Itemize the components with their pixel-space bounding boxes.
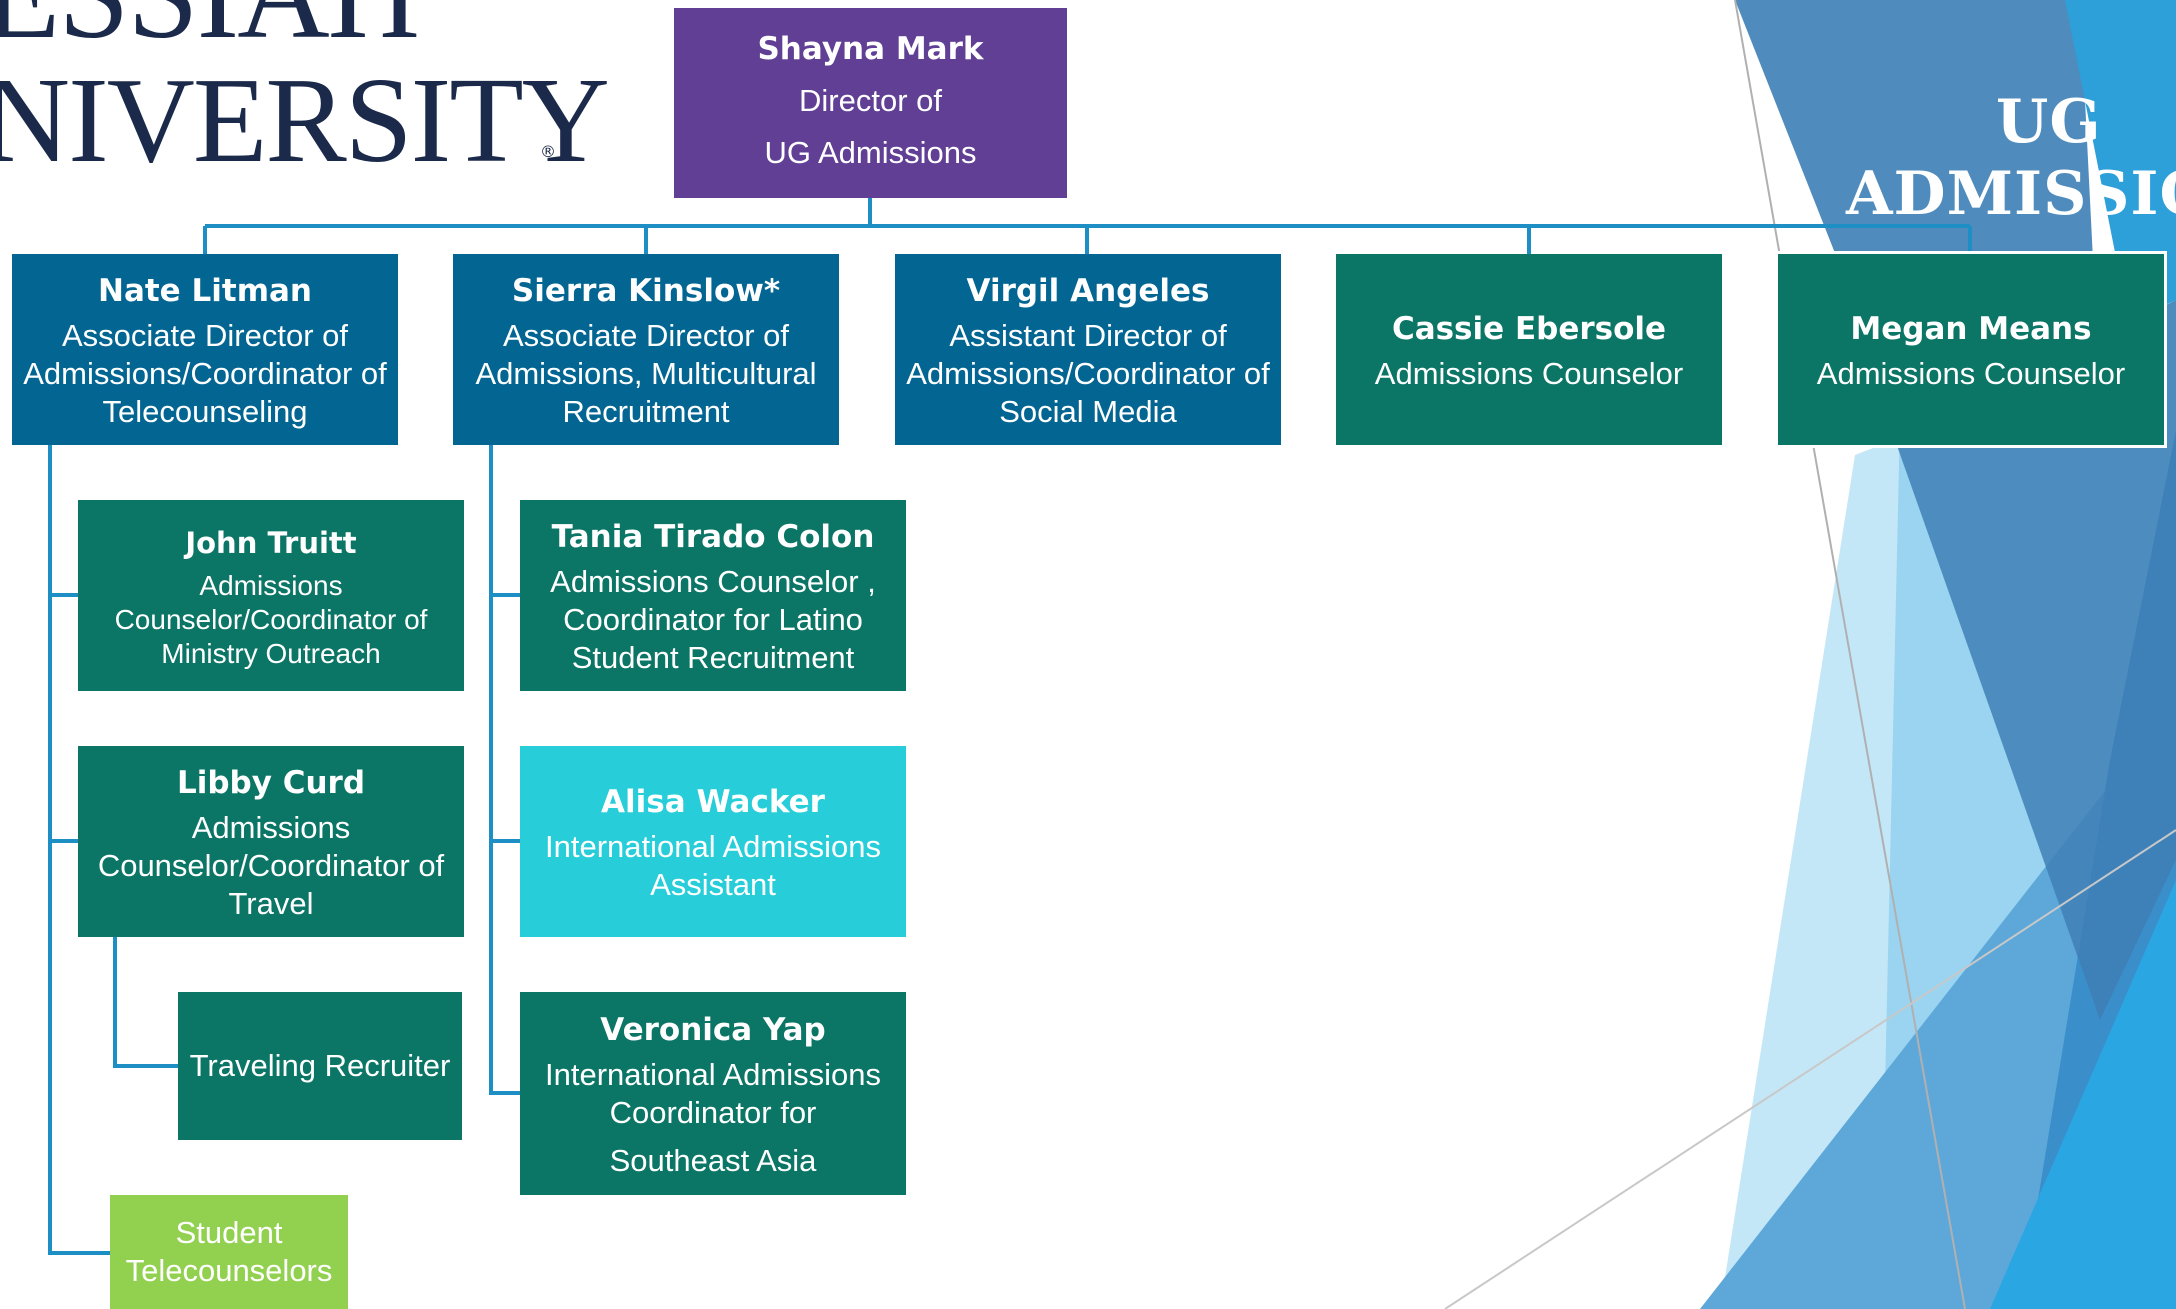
node-role-line: Recruitment — [562, 393, 730, 429]
node-role-line: Coordinator for Latino — [563, 601, 863, 637]
node-role-line: Travel — [228, 885, 314, 921]
node-role-line: Admissions/Coordinator of — [906, 355, 1270, 391]
org-node-sierra: Sierra Kinslow* Associate Director of Ad… — [453, 254, 839, 445]
org-node-john: John Truitt Admissions Counselor/Coordin… — [78, 500, 464, 691]
decor-line-2 — [1444, 829, 2176, 1309]
node-role-line: Assistant Director of — [949, 317, 1227, 353]
node-name: Nate Litman — [98, 272, 312, 309]
org-node-libby: Libby Curd Admissions Counselor/Coordina… — [78, 746, 464, 937]
node-name: Shayna Mark — [757, 31, 984, 67]
node-role-line: Coordinator for — [609, 1094, 817, 1130]
node-role-line: Director of — [799, 83, 942, 118]
node-name: Cassie Ebersole — [1391, 310, 1667, 347]
node-role-line: Admissions — [191, 809, 351, 845]
node-role-line: Assistant — [650, 866, 776, 902]
node-role-line: International Admissions — [544, 828, 882, 864]
node-role-line: Social Media — [999, 393, 1177, 429]
node-role-line: Admissions/Coordinator of — [23, 355, 387, 391]
org-node-cassie: Cassie Ebersole Admissions Counselor — [1336, 254, 1722, 445]
slide-title-line-2: ADMISSION — [1846, 159, 2176, 229]
org-node-veronica: Veronica Yap International Admissions Co… — [520, 992, 906, 1195]
org-node-alisa: Alisa Wacker International Admissions As… — [520, 746, 906, 937]
org-node-traveling-recruiter: Traveling Recruiter — [178, 992, 462, 1140]
node-name: Libby Curd — [176, 764, 366, 801]
org-node-director: Shayna Mark Director of UG Admissions — [674, 8, 1067, 198]
decor-cyan-shape — [1990, 880, 2176, 1309]
node-role-line: International Admissions — [544, 1056, 882, 1092]
node-name: Tania Tirado Colon — [551, 518, 875, 555]
node-name: Alisa Wacker — [601, 783, 825, 820]
node-role-line: Southeast Asia — [609, 1142, 817, 1178]
org-node-megan: Megan Means Admissions Counselor — [1778, 254, 2164, 445]
decor-navy-shape — [1895, 300, 2176, 1020]
node-role-line: Admissions, Multicultural — [475, 355, 817, 391]
node-name: Sierra Kinslow* — [511, 272, 781, 309]
node-role-line: Admissions Counselor — [1816, 355, 2126, 391]
node-role-line: Admissions Counselor , — [550, 563, 876, 599]
org-node-student-telecounselors: Student Telecounselors — [110, 1195, 348, 1309]
node-role-line: Student Recruitment — [571, 639, 855, 675]
node-role-line: Counselor/Coordinator of — [114, 603, 428, 635]
node-role-line: Associate Director of — [503, 317, 789, 353]
org-node-tania: Tania Tirado Colon Admissions Counselor … — [520, 500, 906, 691]
node-role-line: Traveling Recruiter — [189, 1048, 451, 1083]
node-role-line: Admissions — [199, 569, 343, 601]
org-node-virgil: Virgil Angeles Assistant Director of Adm… — [895, 254, 1281, 445]
org-node-nate: Nate Litman Associate Director of Admiss… — [12, 254, 398, 445]
registered-mark: ® — [540, 142, 556, 161]
decor-line-1 — [1734, 0, 1966, 1309]
node-role-line: Associate Director of — [62, 317, 348, 353]
connector-sierra-trunk — [489, 445, 520, 1095]
slide-title: UG ADMISSION — [1846, 86, 2176, 230]
node-name: Virgil Angeles — [966, 272, 1210, 309]
node-role-line: Admissions Counselor — [1374, 355, 1684, 391]
connector-traveling — [113, 937, 178, 1068]
node-name: Veronica Yap — [600, 1011, 826, 1048]
node-name: Megan Means — [1850, 310, 2092, 347]
slide-title-line-1: UG — [1996, 87, 2102, 157]
university-logo-line-1: ESSIAH — [0, 0, 420, 58]
connector-nate-trunk — [48, 445, 110, 1255]
university-logo-line-2: NIVERSITY — [0, 53, 610, 188]
node-role-line: UG Admissions — [764, 135, 977, 170]
node-role-line: Student — [175, 1215, 283, 1250]
node-role-line: Counselor/Coordinator of — [97, 847, 445, 883]
node-role-line: Telecounseling — [102, 393, 308, 429]
node-name: John Truitt — [185, 525, 357, 560]
node-role-line: Ministry Outreach — [161, 637, 381, 669]
node-role-line: Telecounselors — [125, 1253, 333, 1288]
